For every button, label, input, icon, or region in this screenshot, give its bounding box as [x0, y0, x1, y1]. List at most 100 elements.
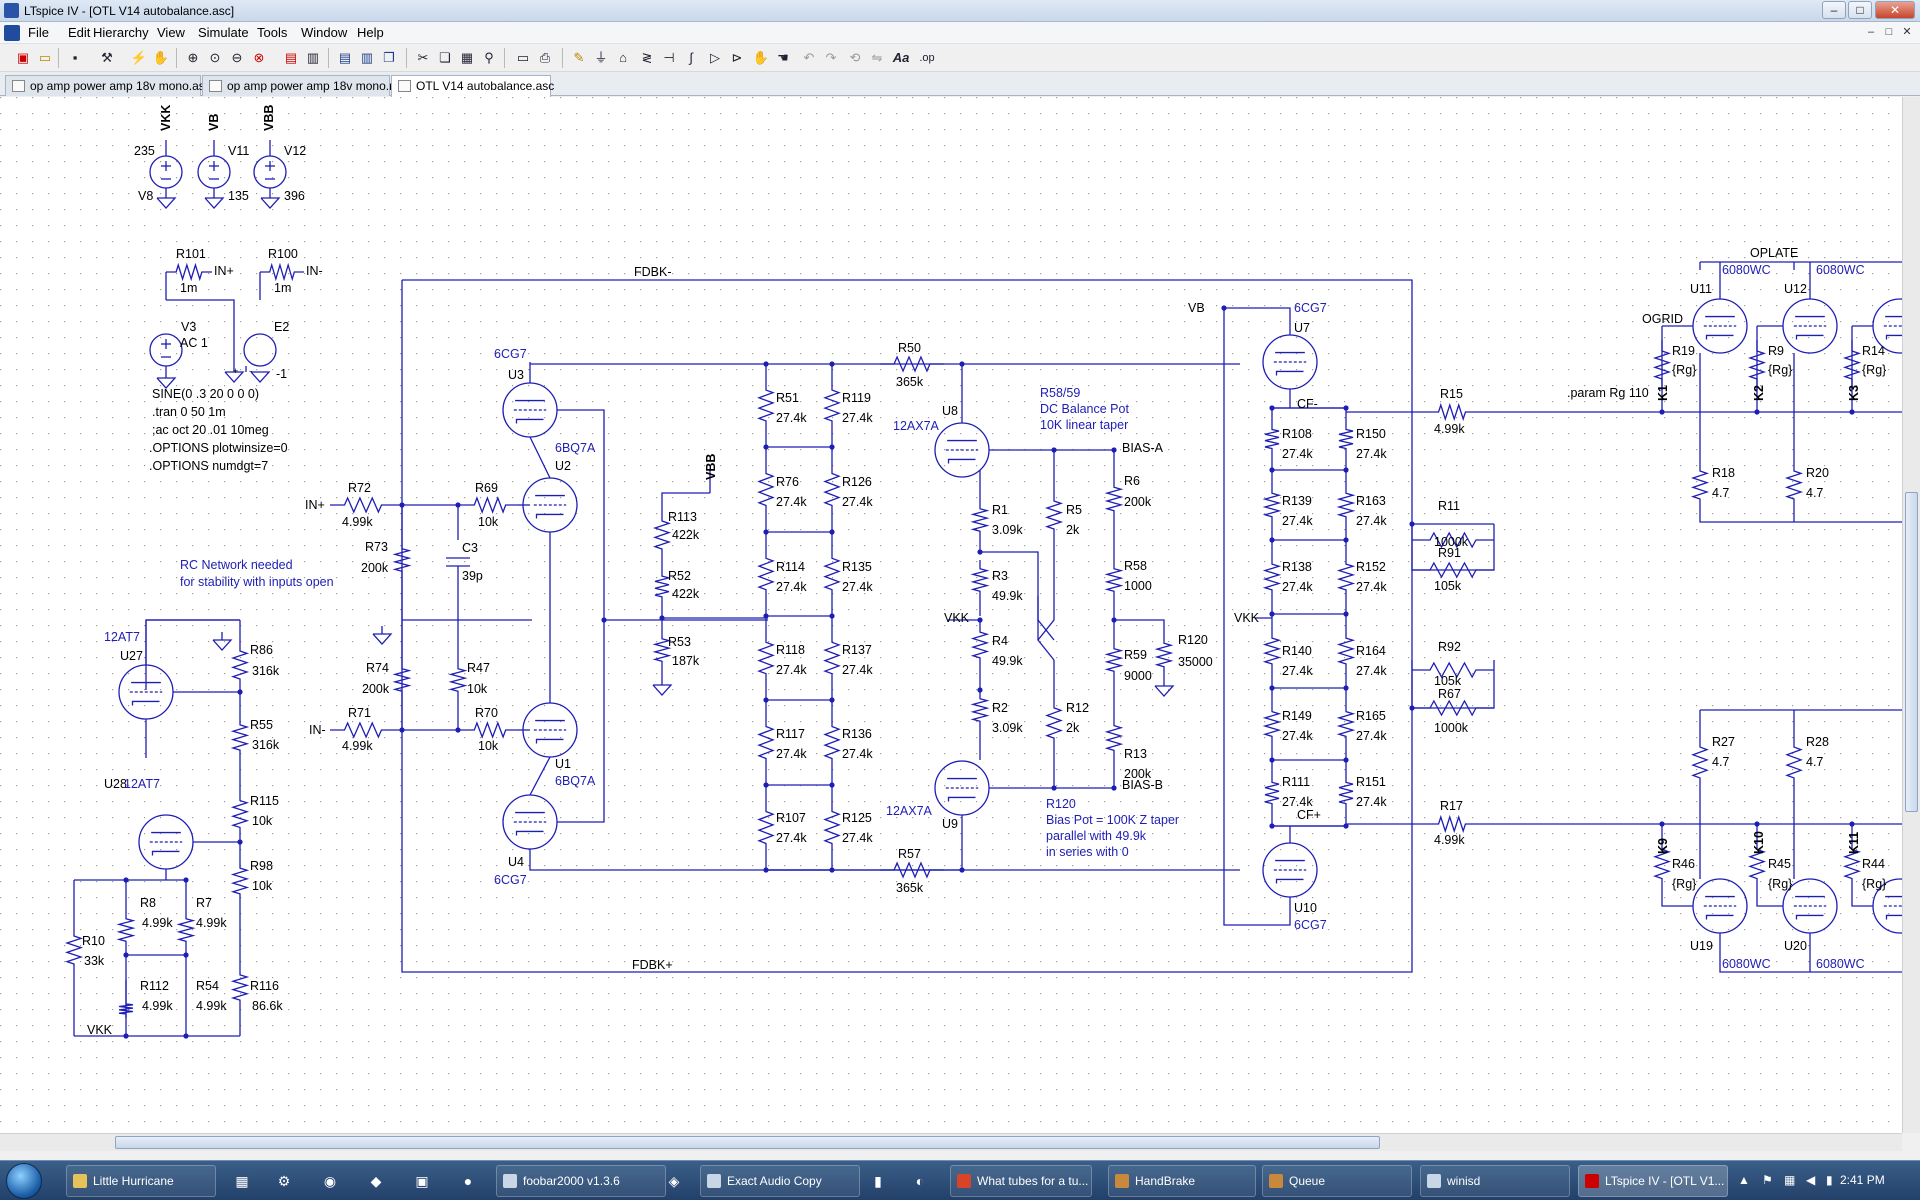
rotate-icon[interactable]: ⟲ [849, 50, 861, 65]
firefox-icon[interactable]: ● [463, 1173, 473, 1189]
menu-edit[interactable]: Edit [68, 25, 91, 40]
horizontal-scrollbar[interactable] [0, 1133, 1902, 1151]
autorange-icon[interactable]: ▤ [284, 50, 298, 65]
start-button[interactable] [6, 1163, 42, 1199]
text-icon[interactable]: Aa [892, 50, 910, 65]
maximize-button[interactable]: □ [1848, 1, 1872, 19]
zoom-cancel-icon[interactable]: ⊗ [253, 50, 265, 65]
component-icon[interactable]: ⊳ [731, 50, 743, 65]
taskbar-label: Exact Audio Copy [727, 1174, 822, 1188]
cascade-icon[interactable]: ❐ [383, 50, 395, 65]
ground-icon[interactable]: ⏚ [594, 50, 608, 65]
taskbar-app-icon-3[interactable]: ◉ [323, 1173, 337, 1189]
taskbar-app-icon-7[interactable]: ▮ [874, 1173, 882, 1189]
fit-icon[interactable]: ▥ [306, 50, 320, 65]
save-icon[interactable]: ▪ [72, 50, 78, 65]
resistor-symbol [230, 715, 250, 760]
menu-simulate[interactable]: Simulate [198, 25, 249, 40]
close-button[interactable]: ✕ [1875, 1, 1915, 19]
cut-icon[interactable]: ✂ [417, 50, 429, 65]
drag-icon[interactable]: ☚ [777, 50, 789, 65]
vertical-scroll-thumb[interactable] [1905, 492, 1918, 812]
menu-file[interactable]: File [28, 25, 49, 40]
tab-op-amp-asc[interactable]: op amp power amp 18v mono.asc [5, 75, 211, 96]
mirror-icon[interactable]: ⇋ [871, 50, 883, 65]
open-icon[interactable]: ▭ [38, 50, 52, 65]
taskbar-item-ltspice[interactable]: LTspice IV - [OTL V1... [1578, 1165, 1728, 1197]
net-in-minus: IN- [309, 723, 326, 737]
zoom-box-icon[interactable]: ⊙ [209, 50, 221, 65]
menu-hierarchy[interactable]: Hierarchy [93, 25, 149, 40]
taskbar-app-icon-2[interactable]: ⚙ [277, 1173, 291, 1189]
new-schematic-icon[interactable]: ▣ [16, 50, 30, 65]
tab-op-amp-raw[interactable]: op amp power amp 18v mono.raw [202, 75, 408, 96]
taskbar-app-icon-1[interactable]: ▦ [235, 1173, 249, 1189]
tray-power-icon[interactable]: ▮ [1826, 1173, 1833, 1187]
tray-flag-icon[interactable]: ⚑ [1762, 1173, 1773, 1187]
control-panel-icon[interactable]: ⚒ [101, 50, 113, 65]
tab-otl-v14-asc[interactable]: OTL V14 autobalance.asc [391, 75, 554, 97]
tray-volume-icon[interactable]: ◀ [1806, 1173, 1816, 1187]
mdi-minimize-button[interactable]: – [1867, 26, 1875, 38]
schematic-canvas[interactable]: 235 VKK V8 VB V11 135 VBB V12 396 R101 1… [0, 97, 1902, 1133]
taskbar-item-exact-audio-copy[interactable]: Exact Audio Copy [700, 1165, 860, 1197]
tile-horizontal-icon[interactable]: ▤ [338, 50, 352, 65]
taskbar-app-icon-6[interactable]: ◈ [668, 1173, 680, 1189]
wire [661, 492, 710, 510]
run-icon[interactable]: ⚡ [130, 50, 148, 65]
resistor-ref-label: R91 [1438, 546, 1461, 560]
resistor-symbol [970, 690, 990, 730]
copy-icon[interactable]: ❏ [439, 50, 451, 65]
taskbar-item-queue[interactable]: Queue [1262, 1165, 1412, 1197]
menu-help[interactable]: Help [357, 25, 384, 40]
taskbar-item-what-tubes[interactable]: What tubes for a tu... [950, 1165, 1092, 1197]
net-k10: K10 [1752, 831, 1766, 854]
junction-dot [1269, 757, 1275, 763]
resistor-symbol [1336, 484, 1356, 526]
mdi-restore-button[interactable]: □ [1885, 26, 1893, 38]
taskbar-app-icon-8[interactable]: ◐ [915, 1173, 925, 1189]
zoom-in-icon[interactable]: ⊕ [187, 50, 199, 65]
resistor-icon[interactable]: ≷ [641, 50, 653, 65]
zoom-out-icon[interactable]: ⊖ [231, 50, 243, 65]
resistor-value-label: 27.4k [776, 495, 807, 509]
redo-icon[interactable]: ↷ [825, 50, 837, 65]
spice-directive-icon[interactable]: .op [919, 52, 935, 64]
find-icon[interactable]: ⚲ [484, 50, 494, 65]
vertical-scrollbar[interactable] [1902, 97, 1920, 1133]
tray-up-arrow-icon[interactable]: ▲ [1738, 1173, 1750, 1187]
wire-icon[interactable]: ✎ [573, 50, 585, 65]
menu-tools[interactable]: Tools [257, 25, 288, 40]
label-net-icon[interactable]: ⌂ [619, 50, 627, 65]
paste-icon[interactable]: ▦ [460, 50, 474, 65]
menu-view[interactable]: View [157, 25, 185, 40]
taskbar-item-winisd[interactable]: winisd [1420, 1165, 1570, 1197]
resistor-value-label: 4.99k [1434, 422, 1465, 436]
schematic-drawing[interactable]: 235 VKK V8 VB V11 135 VBB V12 396 R101 1… [0, 97, 1902, 1133]
taskbar-item-foobar[interactable]: foobar2000 v1.3.6 [496, 1165, 666, 1197]
taskbar-item-little-hurricane[interactable]: Little Hurricane [66, 1165, 216, 1197]
taskbar-app-icon-5[interactable]: ▣ [415, 1173, 429, 1189]
junction-dot [829, 613, 835, 619]
title-bar: LTspice IV - [OTL V14 autobalance.asc] –… [0, 0, 1920, 22]
halt-icon[interactable]: ✋ [152, 50, 170, 65]
mdi-close-button[interactable]: ✕ [1902, 26, 1912, 38]
taskbar-clock[interactable]: 2:41 PM [1840, 1173, 1885, 1187]
print-setup-icon[interactable]: ▭ [516, 50, 530, 65]
move-icon[interactable]: ✋ [752, 50, 770, 65]
inductor-icon[interactable]: ∫ [689, 50, 693, 65]
document-system-menu-icon[interactable] [4, 25, 20, 41]
horizontal-scroll-thumb[interactable] [115, 1136, 1380, 1149]
menu-window[interactable]: Window [301, 25, 348, 40]
minimize-button[interactable]: – [1822, 1, 1846, 19]
tray-network-icon[interactable]: ▦ [1784, 1173, 1796, 1187]
taskbar-app-icon-4[interactable]: ◆ [370, 1173, 382, 1189]
junction-dot [1343, 823, 1349, 829]
diode-icon[interactable]: ▷ [710, 50, 720, 65]
tile-vertical-icon[interactable]: ▥ [360, 50, 374, 65]
resistor-ref-label: R151 [1356, 775, 1386, 789]
print-icon[interactable]: ⎙ [539, 50, 551, 65]
capacitor-icon[interactable]: ⊣ [663, 50, 675, 65]
taskbar-item-handbrake[interactable]: HandBrake [1108, 1165, 1256, 1197]
undo-icon[interactable]: ↶ [803, 50, 815, 65]
